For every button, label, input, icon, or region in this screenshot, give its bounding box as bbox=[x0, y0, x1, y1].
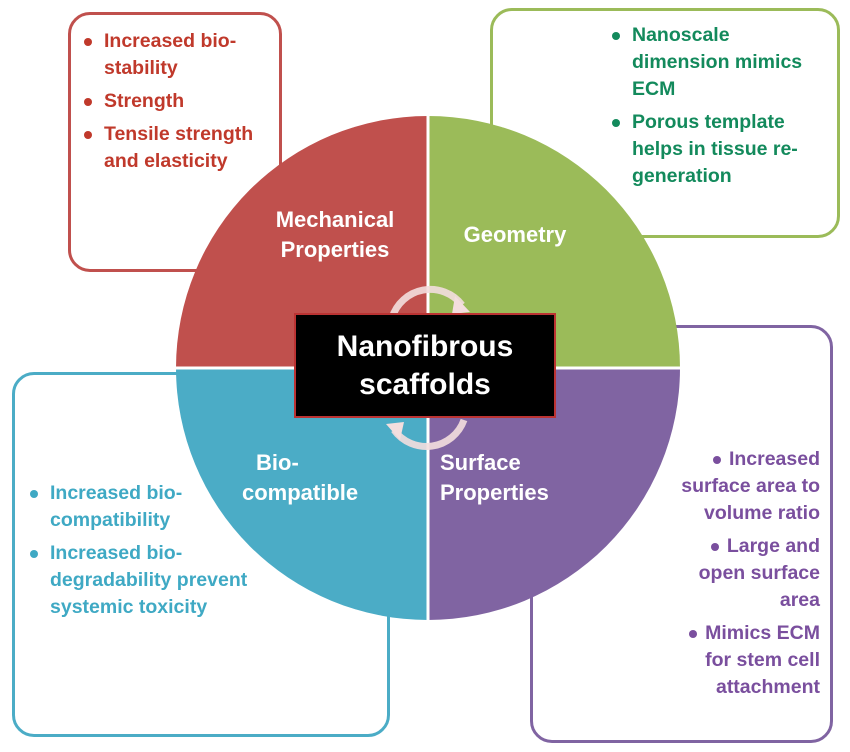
item-text: Tensile strength and elasticity bbox=[104, 123, 254, 172]
surface-quadrant bbox=[428, 368, 680, 620]
biocompatible-list: Increased bio-compatibility Increased bi… bbox=[28, 480, 248, 627]
bullet-icon bbox=[710, 542, 719, 551]
item-text: Porous template helps in tissue re-gener… bbox=[632, 111, 798, 187]
list-item: Nanoscale dimension mimics ECM bbox=[610, 22, 830, 103]
mechanical-list: Increased bio-stability Strength Tensile… bbox=[82, 28, 282, 181]
label-line: Mechanical bbox=[275, 207, 395, 232]
list-item: Increased bio-compatibility bbox=[28, 480, 248, 534]
item-text: Nanoscale dimension mimics ECM bbox=[632, 24, 803, 100]
center-title-line: scaffolds bbox=[359, 368, 491, 401]
item-text: Mimics ECM for stem cell attachment bbox=[705, 622, 820, 698]
biocompatible-quadrant bbox=[176, 368, 428, 620]
label-line: Geometry bbox=[463, 222, 567, 247]
center-title-line: Nanofibrous bbox=[336, 330, 514, 363]
bullet-icon bbox=[84, 131, 92, 139]
label-line: Properties bbox=[280, 237, 390, 262]
center-title-box: Nanofibrous scaffolds bbox=[294, 313, 556, 418]
list-item: Tensile strength and elasticity bbox=[82, 121, 282, 175]
item-text: Large and open surface area bbox=[698, 535, 820, 611]
bullet-icon bbox=[612, 119, 620, 127]
geometry-list: Nanoscale dimension mimics ECM Porous te… bbox=[610, 22, 830, 196]
list-item: Porous template helps in tissue re-gener… bbox=[610, 109, 830, 190]
bullet-icon bbox=[612, 32, 620, 40]
item-text: Strength bbox=[104, 90, 185, 112]
list-item: Increased bio-degradability prevent syst… bbox=[28, 540, 248, 621]
bullet-icon bbox=[30, 550, 38, 558]
label-line: Bio- bbox=[256, 450, 299, 475]
bullet-icon bbox=[712, 455, 721, 464]
bullet-icon bbox=[30, 490, 38, 498]
list-item: Increased bio-stability bbox=[82, 28, 282, 82]
label-line: compatible bbox=[242, 480, 359, 505]
geometry-label: Geometry bbox=[440, 220, 590, 250]
item-text: Increased bio-compatibility bbox=[50, 482, 183, 531]
list-item: Strength bbox=[82, 88, 282, 115]
item-text: Increased surface area to volume ratio bbox=[681, 448, 820, 524]
list-item: Large and open surface area bbox=[672, 533, 820, 614]
item-text: Increased bio-degradability prevent syst… bbox=[50, 542, 248, 618]
cycle-arrows-icon bbox=[388, 285, 468, 450]
label-line: Properties bbox=[440, 480, 549, 505]
surface-list: Increased surface area to volume ratio L… bbox=[672, 446, 820, 707]
bullet-icon bbox=[84, 38, 92, 46]
bullet-icon bbox=[689, 629, 698, 638]
bullet-icon bbox=[84, 98, 92, 106]
item-text: Increased bio-stability bbox=[104, 30, 237, 79]
biocompatible-label: Bio-compatible bbox=[240, 448, 420, 508]
list-item: Increased surface area to volume ratio bbox=[672, 446, 820, 527]
list-item: Mimics ECM for stem cell attachment bbox=[672, 620, 820, 701]
geometry-quadrant bbox=[428, 116, 680, 368]
mechanical-quadrant bbox=[176, 116, 428, 368]
label-line: Surface bbox=[440, 450, 521, 475]
